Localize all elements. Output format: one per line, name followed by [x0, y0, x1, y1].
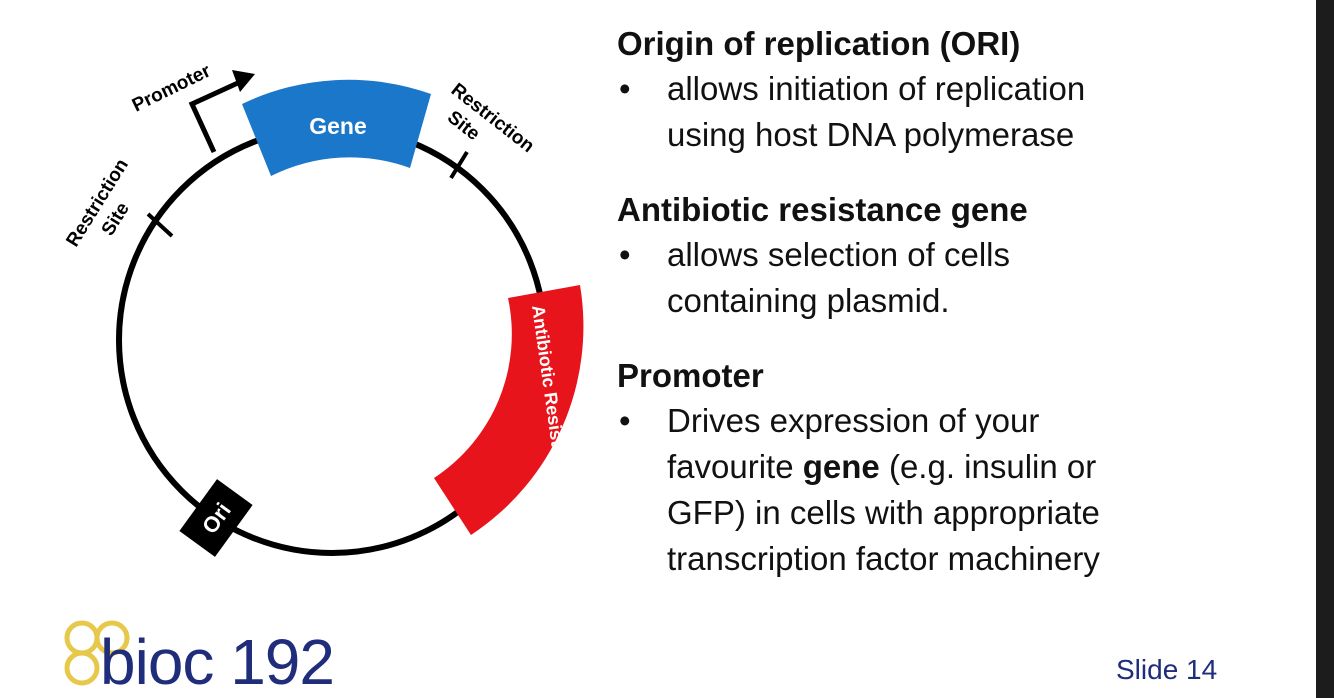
section-heading-antibiotic: Antibiotic resistance gene	[617, 191, 1028, 228]
bullet-line: allows selection of cells	[667, 236, 1010, 273]
bullet-dot: •	[619, 70, 631, 107]
promoter-label: Promoter	[129, 60, 215, 116]
section-promoter: Promoter • Drives expression of your fav…	[617, 354, 1307, 582]
bullet-bold-term: gene	[802, 448, 880, 485]
bullet-text: allows initiation of replication using h…	[667, 66, 1307, 158]
plasmid-diagram: Gene Antibiotic Resistance Ori Promoter …	[62, 60, 584, 557]
gene-segment	[242, 79, 431, 176]
bullet-line: GFP) in cells with appropriate	[667, 494, 1100, 531]
promoter-arrowhead	[232, 70, 255, 92]
logo-accent-circle	[64, 650, 100, 686]
logo-accent-circle	[64, 620, 100, 656]
logo-text: bioc 192	[100, 626, 335, 698]
bullet-item: • allows selection of cells containing p…	[617, 232, 1307, 324]
bullet-item: • Drives expression of your favourite ge…	[617, 398, 1307, 582]
section-antibiotic: Antibiotic resistance gene • allows sele…	[617, 188, 1307, 324]
slide-number: Slide 14	[1116, 654, 1218, 685]
restriction-site-tick-right	[449, 150, 469, 180]
bullet-line: transcription factor machinery	[667, 540, 1100, 577]
bullet-line: Drives expression of your	[667, 402, 1040, 439]
window-edge	[1316, 0, 1334, 698]
restriction-site-tick-left	[146, 212, 174, 238]
bullet-line: allows initiation of replication	[667, 70, 1086, 107]
bullet-text: Drives expression of your favourite gene…	[667, 398, 1307, 582]
bullet-dot: •	[619, 236, 631, 273]
bullet-item: • allows initiation of replication using…	[617, 66, 1307, 158]
section-heading-ori: Origin of replication (ORI)	[617, 25, 1021, 62]
bioc-logo-graphic	[64, 620, 130, 686]
bullet-line: containing plasmid.	[667, 282, 950, 319]
bullet-line-part: favourite	[667, 448, 803, 485]
bullet-dot: •	[619, 402, 631, 439]
bullet-text: allows selection of cells containing pla…	[667, 232, 1307, 324]
section-ori: Origin of replication (ORI) • allows ini…	[617, 22, 1307, 158]
bullet-line-part: (e.g. insulin or	[879, 448, 1097, 485]
gene-label: Gene	[309, 113, 367, 139]
logo-accent-circle	[94, 620, 130, 656]
section-heading-promoter: Promoter	[617, 357, 764, 394]
antibiotic-resistance-segment	[434, 285, 584, 535]
slide-content: Origin of replication (ORI) • allows ini…	[617, 22, 1307, 612]
bullet-line: using host DNA polymerase	[667, 116, 1075, 153]
promoter-arrow	[188, 79, 242, 154]
ori-block: Ori	[179, 479, 253, 557]
